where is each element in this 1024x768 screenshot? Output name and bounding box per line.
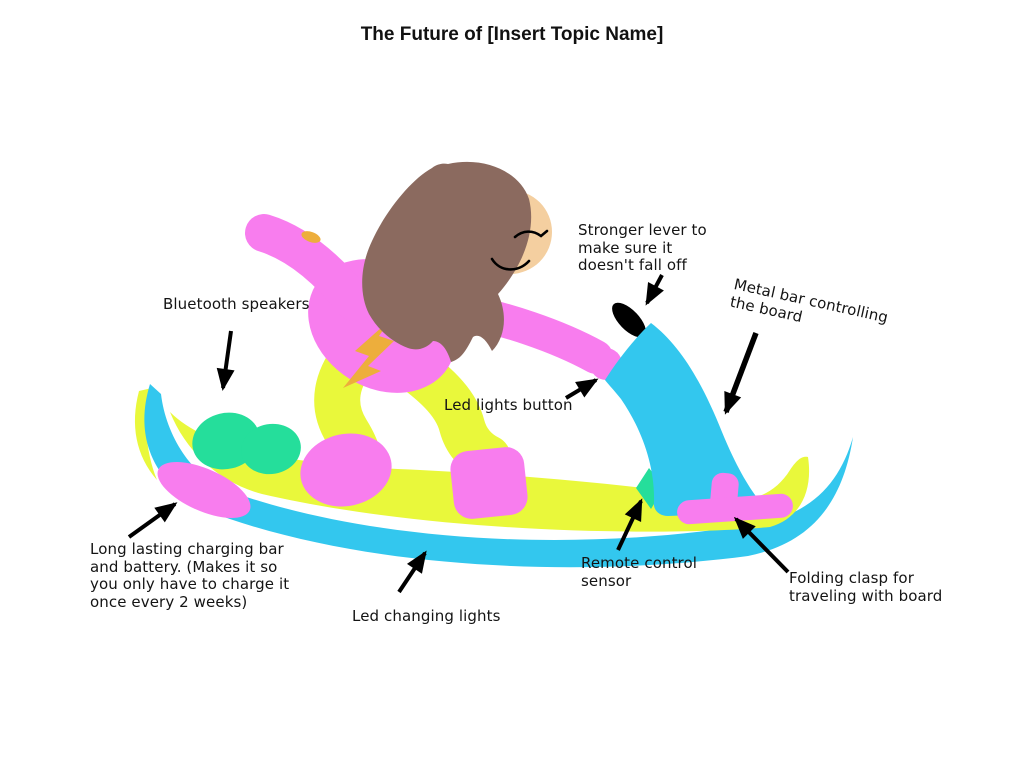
arrow-charging-bar xyxy=(127,502,178,539)
arrow-folding-clasp xyxy=(733,516,790,574)
label-stronger-lever: Stronger lever to make sure it doesn't f… xyxy=(578,221,707,275)
lever-handle xyxy=(612,302,646,338)
annotation-arrows xyxy=(127,274,790,594)
page-title: The Future of [Insert Topic Name] xyxy=(360,24,664,45)
label-bluetooth-speakers: Bluetooth speakers xyxy=(163,295,310,313)
rider-closed-eye xyxy=(513,229,549,239)
arrow-bluetooth-speakers xyxy=(216,330,235,391)
rider-figure xyxy=(245,161,613,519)
rider-hair xyxy=(362,161,532,362)
lightning-bolt-decal xyxy=(343,319,394,388)
rider-left-arm xyxy=(245,214,373,321)
rider-front-boot xyxy=(450,447,528,519)
bluetooth-speaker-right xyxy=(241,423,301,475)
arrow-metal-bar xyxy=(723,332,759,415)
arrow-led-lights-button xyxy=(564,378,599,400)
arrow-stronger-lever xyxy=(645,274,664,306)
metal-control-bar xyxy=(605,323,759,516)
label-charging-bar: Long lasting charging bar and battery. (… xyxy=(90,540,290,612)
label-led-lights-button: Led lights button xyxy=(444,396,573,414)
collar-accent xyxy=(301,231,321,243)
label-folding-clasp: Folding clasp for traveling with board xyxy=(789,569,943,605)
rider-back-boot xyxy=(300,433,392,507)
rider-smile xyxy=(490,257,531,271)
arrow-remote-sensor xyxy=(616,498,643,551)
charging-bar-patch xyxy=(157,462,251,518)
label-remote-control-sensor: Remote control sensor xyxy=(581,554,698,590)
label-led-changing-lights: Led changing lights xyxy=(352,607,501,625)
folding-clasp-base xyxy=(677,493,793,525)
arrow-led-changing-lights xyxy=(397,550,427,594)
board-underside xyxy=(144,384,853,568)
control-bar-assembly xyxy=(590,302,793,525)
